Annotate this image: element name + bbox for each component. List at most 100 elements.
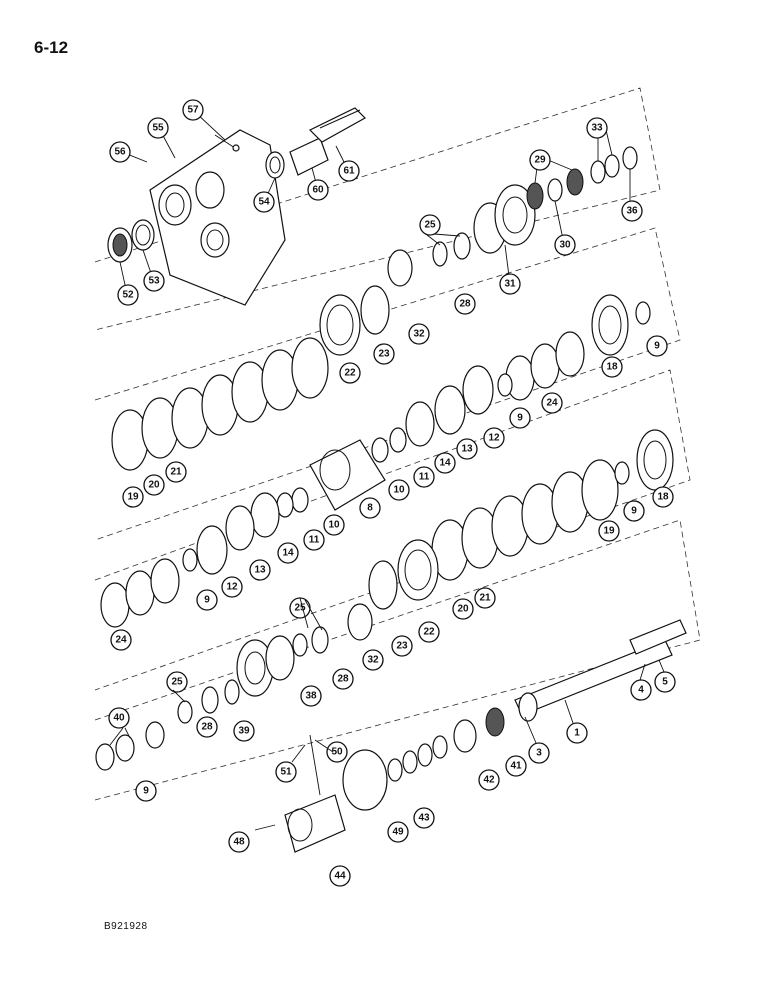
page-number: 6-12 bbox=[34, 38, 69, 57]
callout-11-top: 11 bbox=[413, 466, 435, 488]
callout-10-mid: 10 bbox=[323, 514, 345, 536]
svg-text:10: 10 bbox=[328, 520, 340, 531]
svg-text:21: 21 bbox=[170, 467, 182, 478]
callout-42: 42 bbox=[478, 769, 500, 791]
svg-text:48: 48 bbox=[233, 837, 245, 848]
svg-text:18: 18 bbox=[606, 362, 618, 373]
callout-20-top: 20 bbox=[143, 474, 165, 496]
callout-48: 48 bbox=[228, 831, 250, 853]
svg-text:23: 23 bbox=[396, 641, 408, 652]
seal-54 bbox=[265, 151, 285, 179]
callout-28-top: 28 bbox=[454, 293, 476, 315]
svg-text:32: 32 bbox=[367, 655, 379, 666]
callout-60: 60 bbox=[307, 179, 329, 201]
callout-13-mid: 13 bbox=[249, 559, 271, 581]
callout-22-mid: 22 bbox=[418, 621, 440, 643]
gear-31 bbox=[473, 184, 536, 254]
plate-49 bbox=[342, 749, 388, 811]
callout-54: 54 bbox=[253, 191, 275, 213]
rings-row4-right bbox=[387, 719, 477, 782]
callout-10-top: 10 bbox=[388, 479, 410, 501]
callout-25-mid: 25 bbox=[289, 597, 311, 619]
callout-1: 1 bbox=[566, 722, 588, 744]
callout-32-mid: 32 bbox=[362, 649, 384, 671]
callouts: 57 55 56 54 60 61 52 53 33 29 36 30 25 3… bbox=[108, 99, 676, 887]
svg-text:13: 13 bbox=[254, 565, 266, 576]
callout-14-top: 14 bbox=[434, 452, 456, 474]
svg-text:38: 38 bbox=[305, 691, 317, 702]
svg-text:20: 20 bbox=[457, 604, 469, 615]
callout-4: 4 bbox=[630, 679, 652, 701]
svg-text:21: 21 bbox=[479, 593, 491, 604]
svg-text:60: 60 bbox=[312, 185, 324, 196]
gear-38 bbox=[236, 635, 295, 697]
svg-text:3: 3 bbox=[536, 748, 542, 759]
svg-text:24: 24 bbox=[115, 635, 127, 646]
svg-text:49: 49 bbox=[392, 827, 404, 838]
callout-33: 33 bbox=[586, 117, 608, 139]
shaft-61 bbox=[308, 107, 366, 143]
callout-41: 41 bbox=[505, 755, 527, 777]
callout-30: 30 bbox=[554, 234, 576, 256]
callout-11-mid: 11 bbox=[303, 529, 325, 551]
svg-text:25: 25 bbox=[294, 603, 306, 614]
callout-25-low: 25 bbox=[166, 671, 188, 693]
svg-text:30: 30 bbox=[559, 240, 571, 251]
svg-text:10: 10 bbox=[393, 485, 405, 496]
callout-12-top: 12 bbox=[483, 427, 505, 449]
svg-text:9: 9 bbox=[631, 506, 637, 517]
svg-text:44: 44 bbox=[334, 871, 346, 882]
svg-text:53: 53 bbox=[148, 276, 160, 287]
clutch-pack-lower bbox=[368, 429, 674, 610]
callout-36: 36 bbox=[621, 200, 643, 222]
callout-61: 61 bbox=[338, 160, 360, 182]
svg-text:28: 28 bbox=[201, 722, 213, 733]
callout-12-mid: 12 bbox=[221, 576, 243, 598]
callout-28-mid: 28 bbox=[332, 668, 354, 690]
callout-19-top: 19 bbox=[122, 486, 144, 508]
svg-text:31: 31 bbox=[504, 279, 516, 290]
pin-51 bbox=[309, 734, 321, 796]
callout-51: 51 bbox=[275, 761, 297, 783]
callout-57: 57 bbox=[182, 99, 204, 121]
svg-text:24: 24 bbox=[546, 398, 558, 409]
callout-40: 40 bbox=[108, 707, 130, 729]
svg-text:9: 9 bbox=[517, 413, 523, 424]
callout-9-c: 9 bbox=[196, 589, 218, 611]
bolt-48 bbox=[254, 824, 276, 831]
callout-20-mid: 20 bbox=[452, 598, 474, 620]
callout-24-mid: 24 bbox=[110, 629, 132, 651]
svg-text:9: 9 bbox=[143, 786, 149, 797]
callout-21-top: 21 bbox=[165, 461, 187, 483]
callout-39: 39 bbox=[233, 720, 255, 742]
hub-44 bbox=[284, 794, 346, 853]
svg-text:28: 28 bbox=[337, 674, 349, 685]
callout-38: 38 bbox=[300, 685, 322, 707]
svg-text:32: 32 bbox=[413, 329, 425, 340]
bearing-29 bbox=[526, 168, 584, 210]
callout-56: 56 bbox=[109, 141, 131, 163]
svg-text:14: 14 bbox=[439, 458, 451, 469]
callout-55: 55 bbox=[147, 117, 169, 139]
callout-14-mid: 14 bbox=[277, 542, 299, 564]
svg-text:28: 28 bbox=[459, 299, 471, 310]
carrier-8 bbox=[309, 439, 386, 511]
svg-text:39: 39 bbox=[238, 726, 250, 737]
callout-8: 8 bbox=[359, 497, 381, 519]
callout-29: 29 bbox=[529, 149, 551, 171]
svg-text:12: 12 bbox=[226, 582, 238, 593]
svg-text:51: 51 bbox=[280, 767, 292, 778]
callout-5: 5 bbox=[654, 671, 676, 693]
housing-cover bbox=[149, 129, 286, 306]
svg-text:23: 23 bbox=[378, 349, 390, 360]
figure-code: B921928 bbox=[104, 921, 148, 932]
svg-text:18: 18 bbox=[657, 492, 669, 503]
bearing-41 bbox=[485, 707, 505, 737]
svg-text:14: 14 bbox=[282, 548, 294, 559]
ring-30 bbox=[547, 178, 563, 202]
washers-25-28-row1 bbox=[387, 232, 471, 287]
callout-9-d: 9 bbox=[623, 500, 645, 522]
rings-row4 bbox=[95, 603, 373, 771]
main-shaft-1 bbox=[514, 619, 687, 722]
svg-text:55: 55 bbox=[152, 123, 164, 134]
